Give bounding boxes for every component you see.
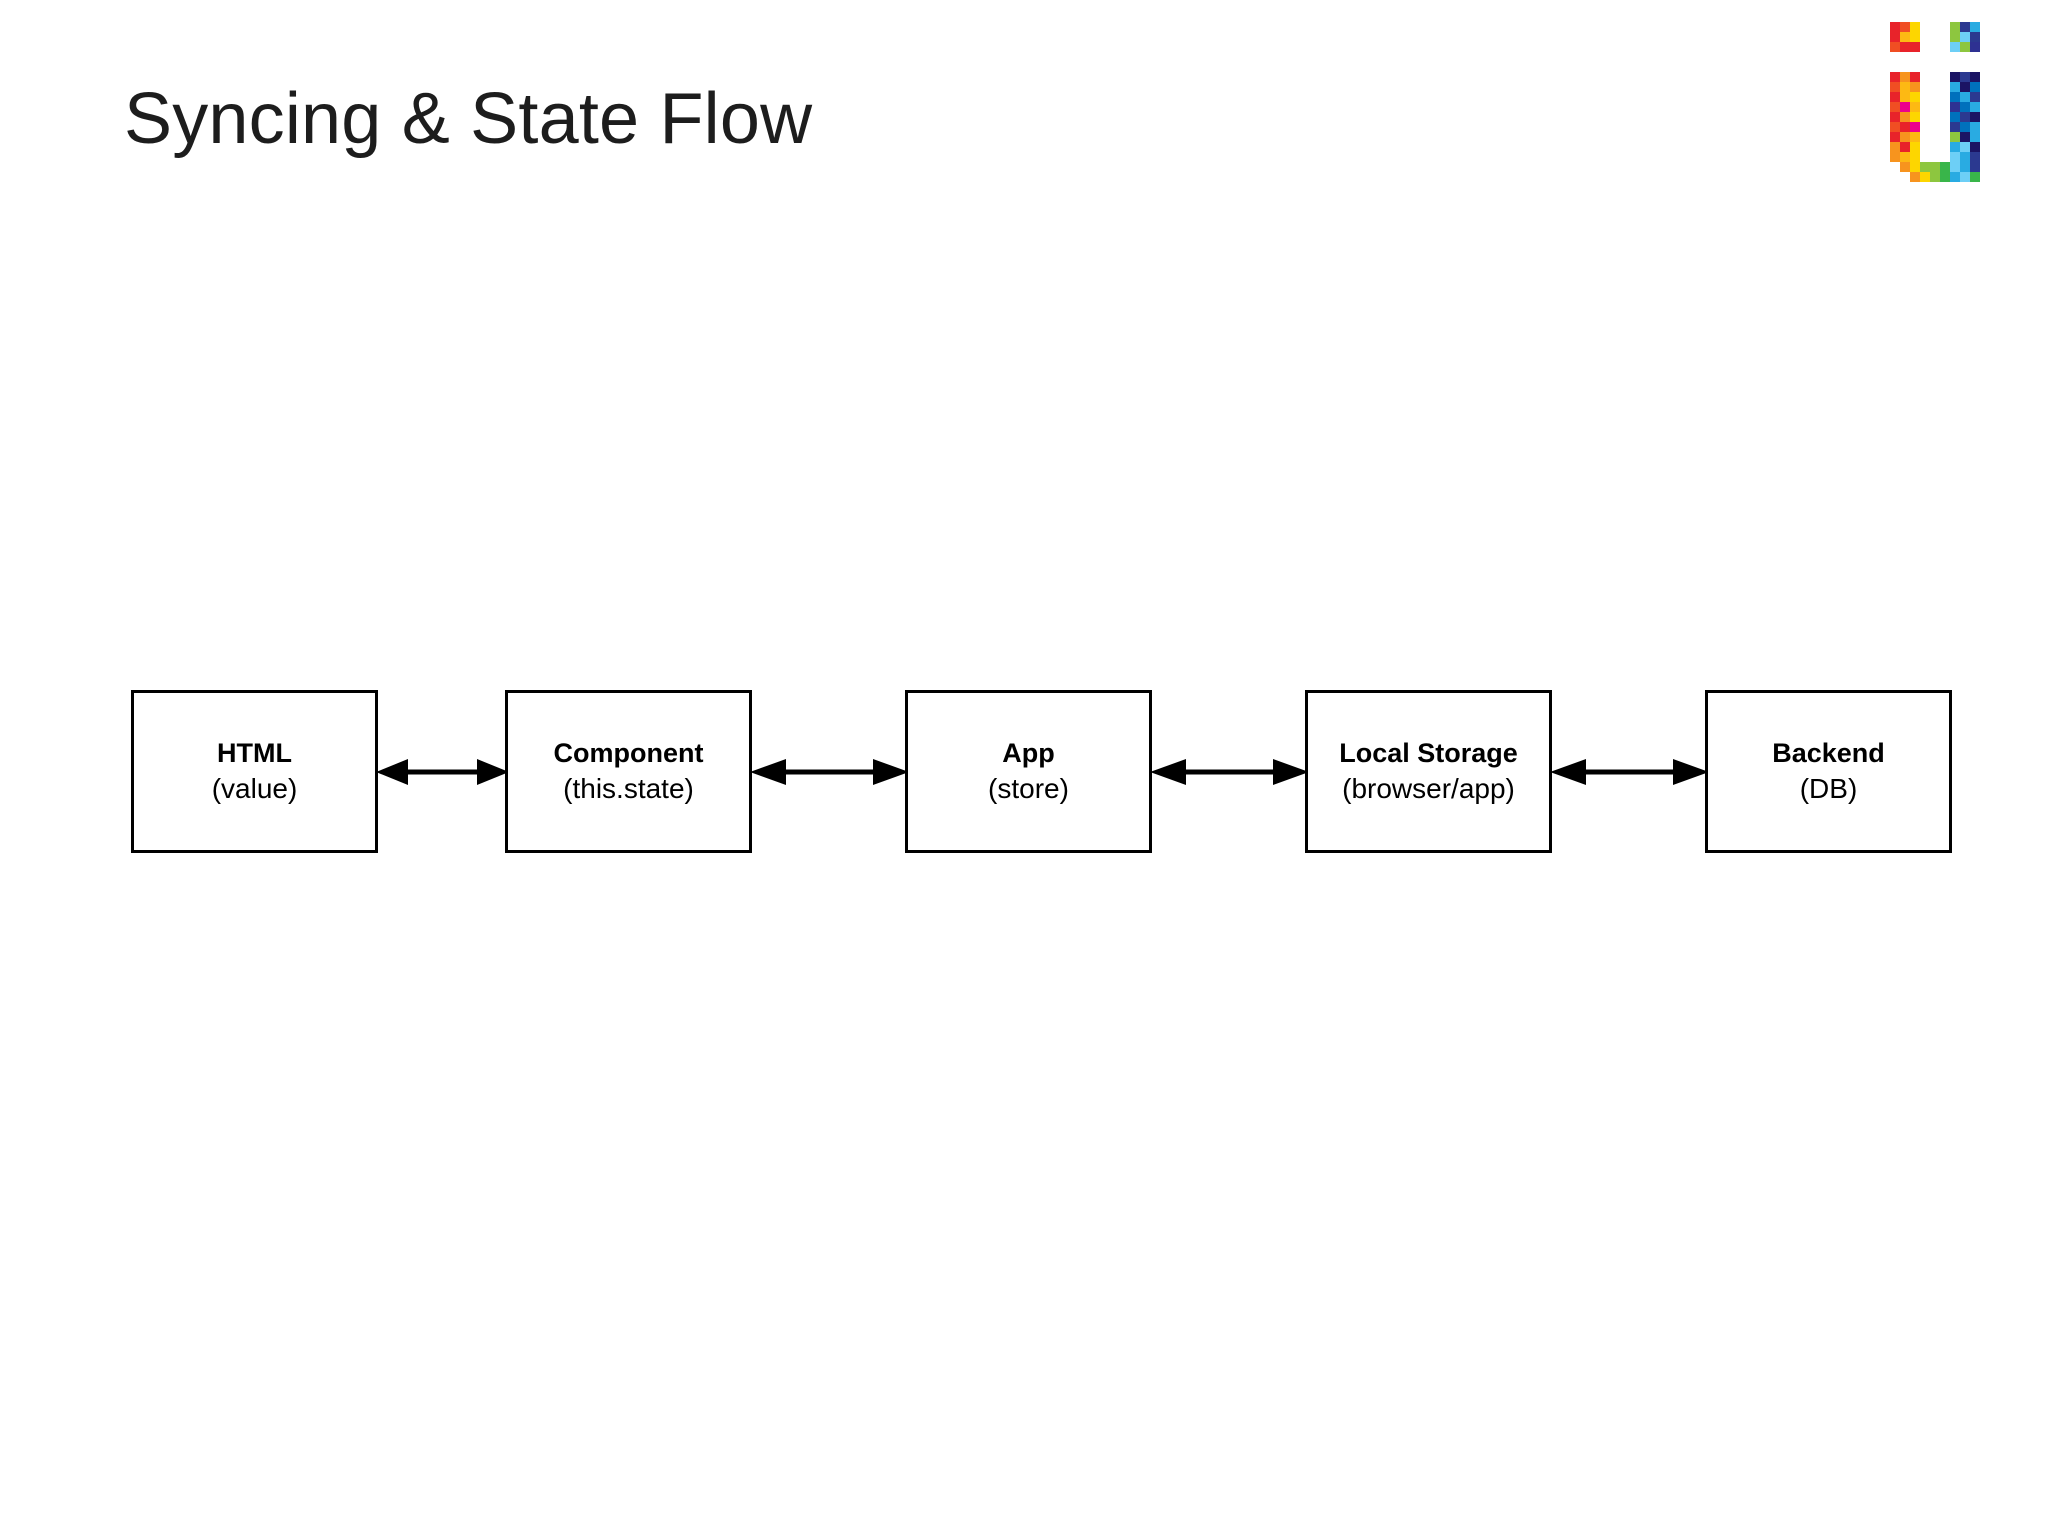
flow-node-title: Backend (1772, 737, 1885, 768)
flow-node-html[interactable]: HTML (value) (131, 690, 378, 853)
flow-node-backend[interactable]: Backend (DB) (1705, 690, 1952, 853)
flow-node-subtitle: (this.state) (563, 773, 694, 805)
double-arrow-icon (750, 759, 909, 785)
flow-node-title: Local Storage (1339, 737, 1518, 768)
flow-node-subtitle: (browser/app) (1342, 773, 1515, 805)
double-arrow-icon (1150, 759, 1309, 785)
flow-node-local-storage[interactable]: Local Storage (browser/app) (1305, 690, 1552, 853)
uipath-pixel-logo (1890, 22, 2000, 202)
flow-node-subtitle: (value) (211, 773, 298, 805)
flow-node-subtitle: (store) (988, 773, 1069, 805)
connector-component-app (750, 756, 909, 788)
connector-html-component (376, 756, 509, 788)
connector-app-local-storage (1150, 756, 1309, 788)
page-title: Syncing & State Flow (124, 79, 813, 159)
flow-node-title: HTML (217, 737, 292, 768)
logo-pixel-mosaic (1890, 22, 1980, 182)
flow-node-title: App (1002, 737, 1055, 768)
connector-local-storage-backend (1550, 756, 1709, 788)
flow-node-subtitle: (DB) (1799, 773, 1858, 805)
state-flow-diagram: HTML (value) Component (this.state) App … (0, 690, 2048, 855)
flow-node-title: Component (553, 737, 704, 768)
flow-node-component[interactable]: Component (this.state) (505, 690, 752, 853)
double-arrow-icon (376, 759, 509, 785)
flow-node-app[interactable]: App (store) (905, 690, 1152, 853)
double-arrow-icon (1550, 759, 1709, 785)
